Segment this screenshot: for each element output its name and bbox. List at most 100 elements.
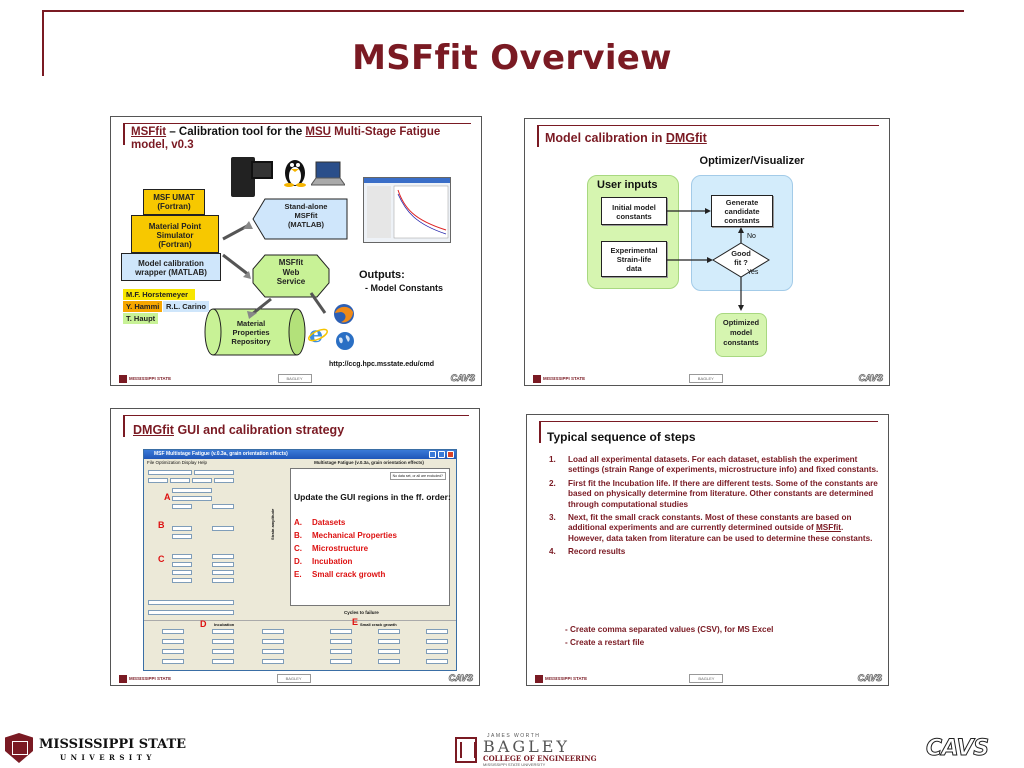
mock-field [194, 470, 234, 475]
box-line: Good [731, 249, 751, 258]
model-calibration-wrapper-box: Model calibration wrapper (MATLAB) [121, 253, 221, 281]
flow-arrows [667, 208, 770, 311]
mock-field [262, 659, 284, 664]
overlay-instruction: Update the GUI regions in the ff. order: [294, 492, 451, 502]
window-title: MSF Multistage Fatigue (v.0.3a, grain or… [154, 451, 288, 457]
mock-field [330, 629, 352, 634]
strain-life-plot: No data set, or all are excluded? [290, 468, 450, 606]
mock-field [426, 629, 448, 634]
footer-cavs-logo: CAVS [858, 373, 883, 384]
plot-legend: No data set, or all are excluded? [389, 472, 446, 480]
window-titlebar: MSF Multistage Fatigue (v.0.3a, grain or… [144, 450, 456, 459]
box-line: Strain-life [616, 255, 652, 264]
optimizer-subtitle: Optimizer/Visualizer [699, 155, 805, 167]
mock-field [212, 526, 234, 531]
close-icon [447, 451, 454, 458]
mock-field [378, 639, 400, 644]
optimized-constants-label: Optimized model constants [715, 318, 767, 348]
shape-line: Material [236, 319, 266, 328]
slide-accent-bar [537, 125, 539, 147]
author-name: Y. Hammi [123, 301, 163, 312]
shape-line: Stand-alone [284, 202, 328, 211]
mock-field [262, 629, 284, 634]
good-fit-label: Good fit ? [721, 249, 761, 267]
mock-field [172, 496, 212, 501]
mock-field [426, 659, 448, 664]
footer-msu-logo: MISSISSIPPI STATE [533, 375, 585, 383]
standalone-label: Stand-alone MSFfit (MATLAB) [261, 202, 351, 229]
box-line: (Fortran) [158, 240, 192, 249]
slide-accent-bar [123, 415, 125, 437]
user-inputs-label: User inputs [597, 179, 658, 191]
slide2-title: Model calibration in DMGfit [545, 131, 707, 145]
slide-accent-rule [123, 123, 471, 124]
box-line: constants [724, 216, 760, 225]
slide-accent-bar [123, 123, 125, 145]
yes-label: Yes [747, 269, 759, 276]
monitor-icon [251, 161, 273, 179]
mock-field [172, 578, 192, 583]
msffit-link: MSFfit [131, 126, 167, 138]
y-axis-label: Strain amplitude [270, 508, 275, 540]
internet-explorer-icon: e [308, 323, 328, 345]
mock-field [212, 578, 234, 583]
box-line: MSF UMAT [153, 193, 195, 202]
box-line: (Fortran) [157, 202, 191, 211]
slide1-title: MSFfit – Calibration tool for the MSU Mu… [131, 126, 461, 152]
steps-list: 1.Load all experimental datasets. For ea… [549, 455, 879, 561]
box-line: Generate [725, 198, 759, 207]
region-item: C.Microstructure [294, 544, 369, 553]
box-line: wrapper (MATLAB) [135, 268, 207, 277]
box-line: candidate [724, 207, 760, 216]
outputs-title: Outputs: [359, 269, 405, 281]
slide-dmgfit-gui[interactable]: DMGfit GUI and calibration strategy MSF … [110, 408, 480, 686]
service-url[interactable]: http://ccg.hpc.msstate.edu/cmd [329, 361, 435, 368]
region-marker-e: E [352, 617, 359, 627]
small-crack-label: Small crack growth [360, 622, 397, 627]
shape-line: MSFfit [278, 258, 304, 267]
tux-penguin-icon [284, 160, 306, 187]
mock-field [212, 570, 234, 575]
gui-screenshot-thumbnail [363, 177, 451, 243]
slide-footer: MISSISSIPPI STATE BAGLEY CAVS [111, 671, 479, 685]
firefox-icon [334, 304, 354, 324]
slide-footer: MISSISSIPPI STATE BAGLEY CAVS [525, 371, 889, 385]
mock-field [192, 478, 212, 483]
region-marker-b: B [158, 520, 165, 530]
mock-field [212, 562, 234, 567]
slide-accent-rule [537, 125, 879, 126]
mock-field [212, 504, 234, 509]
step-item: 2.First fit the Incubation life. If ther… [549, 478, 878, 509]
slide-model-calibration[interactable]: Model calibration in DMGfit Optimizer/Vi… [524, 118, 890, 386]
footer-cavs-logo: CAVS [450, 373, 475, 384]
mock-field [148, 470, 192, 475]
mock-field [172, 488, 212, 493]
web-service-label: MSFfit Web Service [251, 258, 331, 287]
shape-line: Properties [232, 328, 270, 337]
box-line: fit ? [734, 257, 748, 267]
gui-bottom-panel: Incubation Small crack growth D E [144, 617, 456, 670]
window-menubar: File Optimization Display Help [147, 460, 208, 465]
slide-msffit-calibration-tool[interactable]: MSFfit – Calibration tool for the MSU Mu… [110, 116, 482, 386]
mock-field [212, 639, 234, 644]
initial-constants-box: Initial model constants [601, 197, 667, 225]
generate-constants-box: Generate candidate constants [711, 195, 773, 227]
repository-cylinder [204, 308, 306, 356]
region-order-list: A.Datasets B.Mechanical Properties C.Mic… [294, 516, 397, 581]
footer-bagley-logo: BAGLEY [277, 374, 312, 383]
mock-field [162, 629, 184, 634]
gui-left-panel [148, 468, 236, 618]
dmgfit-link: DMGfit [665, 131, 707, 145]
box-line: constants [616, 212, 652, 221]
shape-line: Repository [231, 337, 271, 346]
mock-field [212, 659, 234, 664]
mock-field [378, 649, 400, 654]
footer-msu-logo: MISSISSIPPI STATE [119, 675, 171, 683]
mock-field [172, 504, 192, 509]
slide-typical-steps[interactable]: Typical sequence of steps 1.Load all exp… [526, 414, 889, 686]
bagley-name: BAGLEY [483, 737, 570, 756]
mock-field [172, 570, 192, 575]
record-subitems: - Create comma separated values (CSV), f… [565, 623, 773, 649]
plot-header: Multistage Fatigue (v.0.3a, grain orient… [314, 460, 424, 465]
box-line: Simulator [156, 231, 194, 240]
